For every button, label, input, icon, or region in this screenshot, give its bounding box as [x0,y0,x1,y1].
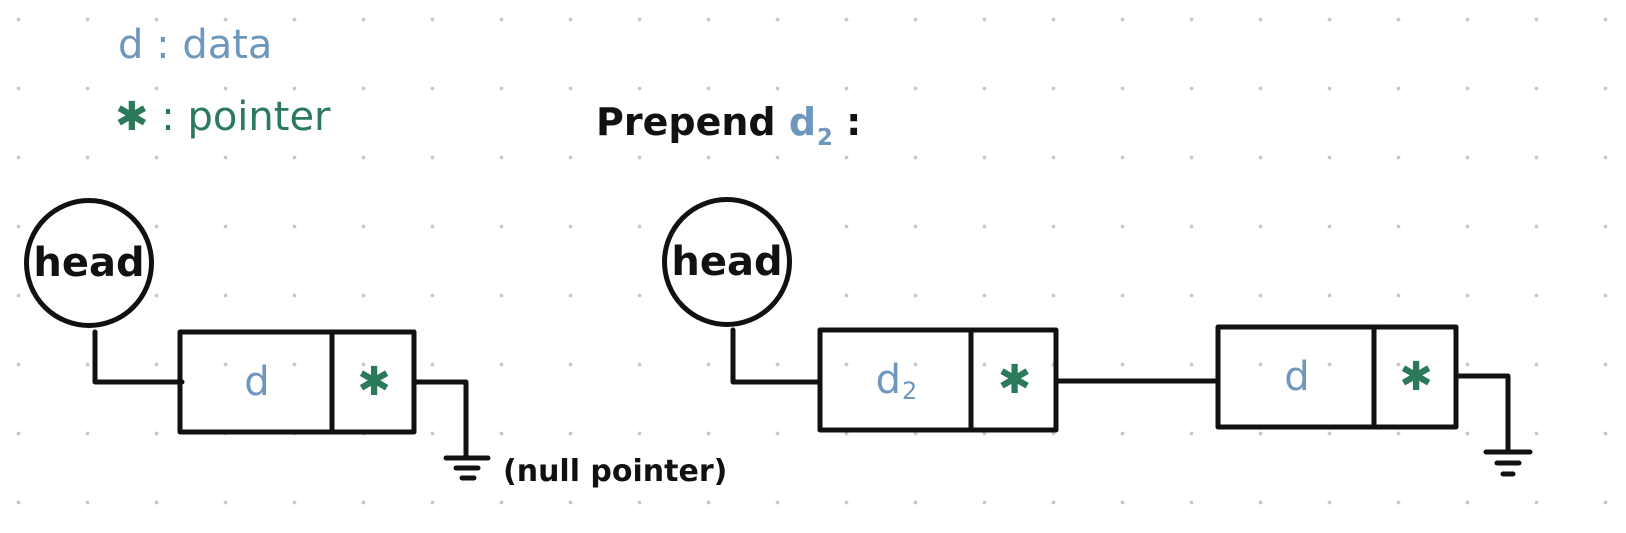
left-null-link [411,379,469,461]
right-head-link [730,327,823,385]
title-suffix: : [846,100,862,144]
legend-pointer: ✱ : pointer [115,94,331,140]
left-head-link [92,329,185,385]
new-node-pointer-icon: ✱ [997,357,1032,403]
diagram-title: Prepend d2 : [596,100,862,152]
legend-data-symbol: d [118,22,144,68]
legend-separator: : [156,22,170,68]
pointer-icon: ✱ [115,94,149,140]
left-node-pointer-icon: ✱ [357,359,391,405]
old-node-pointer-icon: ✱ [1399,354,1433,400]
legend-data: d : data [118,22,272,68]
left-head-label: head [33,240,145,286]
right-head-circle: head [662,197,792,327]
old-node-data: d [1284,354,1310,400]
right-null-link [1453,373,1511,455]
legend-pointer-label: pointer [187,94,331,140]
left-node-data: d [244,359,270,405]
left-head-circle: head [24,198,154,328]
title-prefix: Prepend [596,100,776,144]
legend-data-label: data [182,22,273,68]
right-head-label: head [671,239,783,285]
null-pointer-label: (null pointer) [503,454,728,489]
legend-separator: : [161,94,175,140]
title-var: d2 [788,100,833,152]
